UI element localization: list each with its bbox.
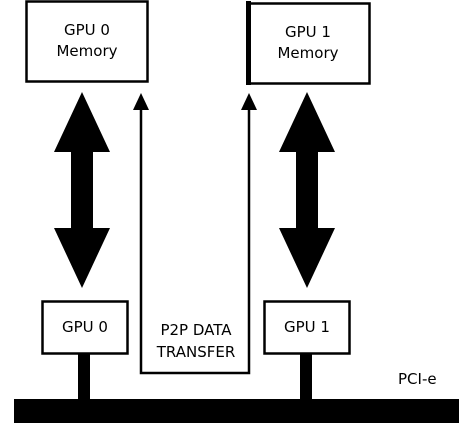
gpu1-box: GPU 1 bbox=[263, 300, 351, 355]
gpu1-label: GPU 1 bbox=[284, 318, 330, 336]
gpu1-memory-box-shadow-edge bbox=[246, 1, 251, 85]
gpu1-memory-double-arrow bbox=[279, 92, 335, 288]
p2p-arrowhead-left bbox=[133, 93, 149, 110]
p2p-label-line1: P2P DATA bbox=[160, 321, 232, 339]
gpu1-memory-label-line1: GPU 1 bbox=[285, 23, 331, 41]
p2p-transfer-line bbox=[139, 105, 251, 375]
gpu1-memory-label-line2: Memory bbox=[277, 44, 338, 62]
gpu0-memory-box: GPU 0 Memory bbox=[25, 0, 149, 83]
gpu0-memory-double-arrow bbox=[54, 92, 110, 288]
gpu0-bus-connector bbox=[78, 354, 90, 402]
gpu1-bus-connector bbox=[300, 354, 312, 402]
pcie-label: PCI-e bbox=[398, 370, 437, 388]
gpu0-label: GPU 0 bbox=[62, 318, 108, 336]
gpu0-memory-label-line1: GPU 0 bbox=[64, 21, 110, 39]
gpu0-memory-label-line2: Memory bbox=[56, 42, 117, 60]
p2p-label-line2: TRANSFER bbox=[156, 343, 236, 361]
gpu0-box: GPU 0 bbox=[41, 300, 129, 355]
p2p-arrowhead-right bbox=[241, 93, 257, 110]
pcie-bus bbox=[14, 399, 459, 423]
gpu1-memory-box: GPU 1 Memory bbox=[246, 1, 371, 85]
